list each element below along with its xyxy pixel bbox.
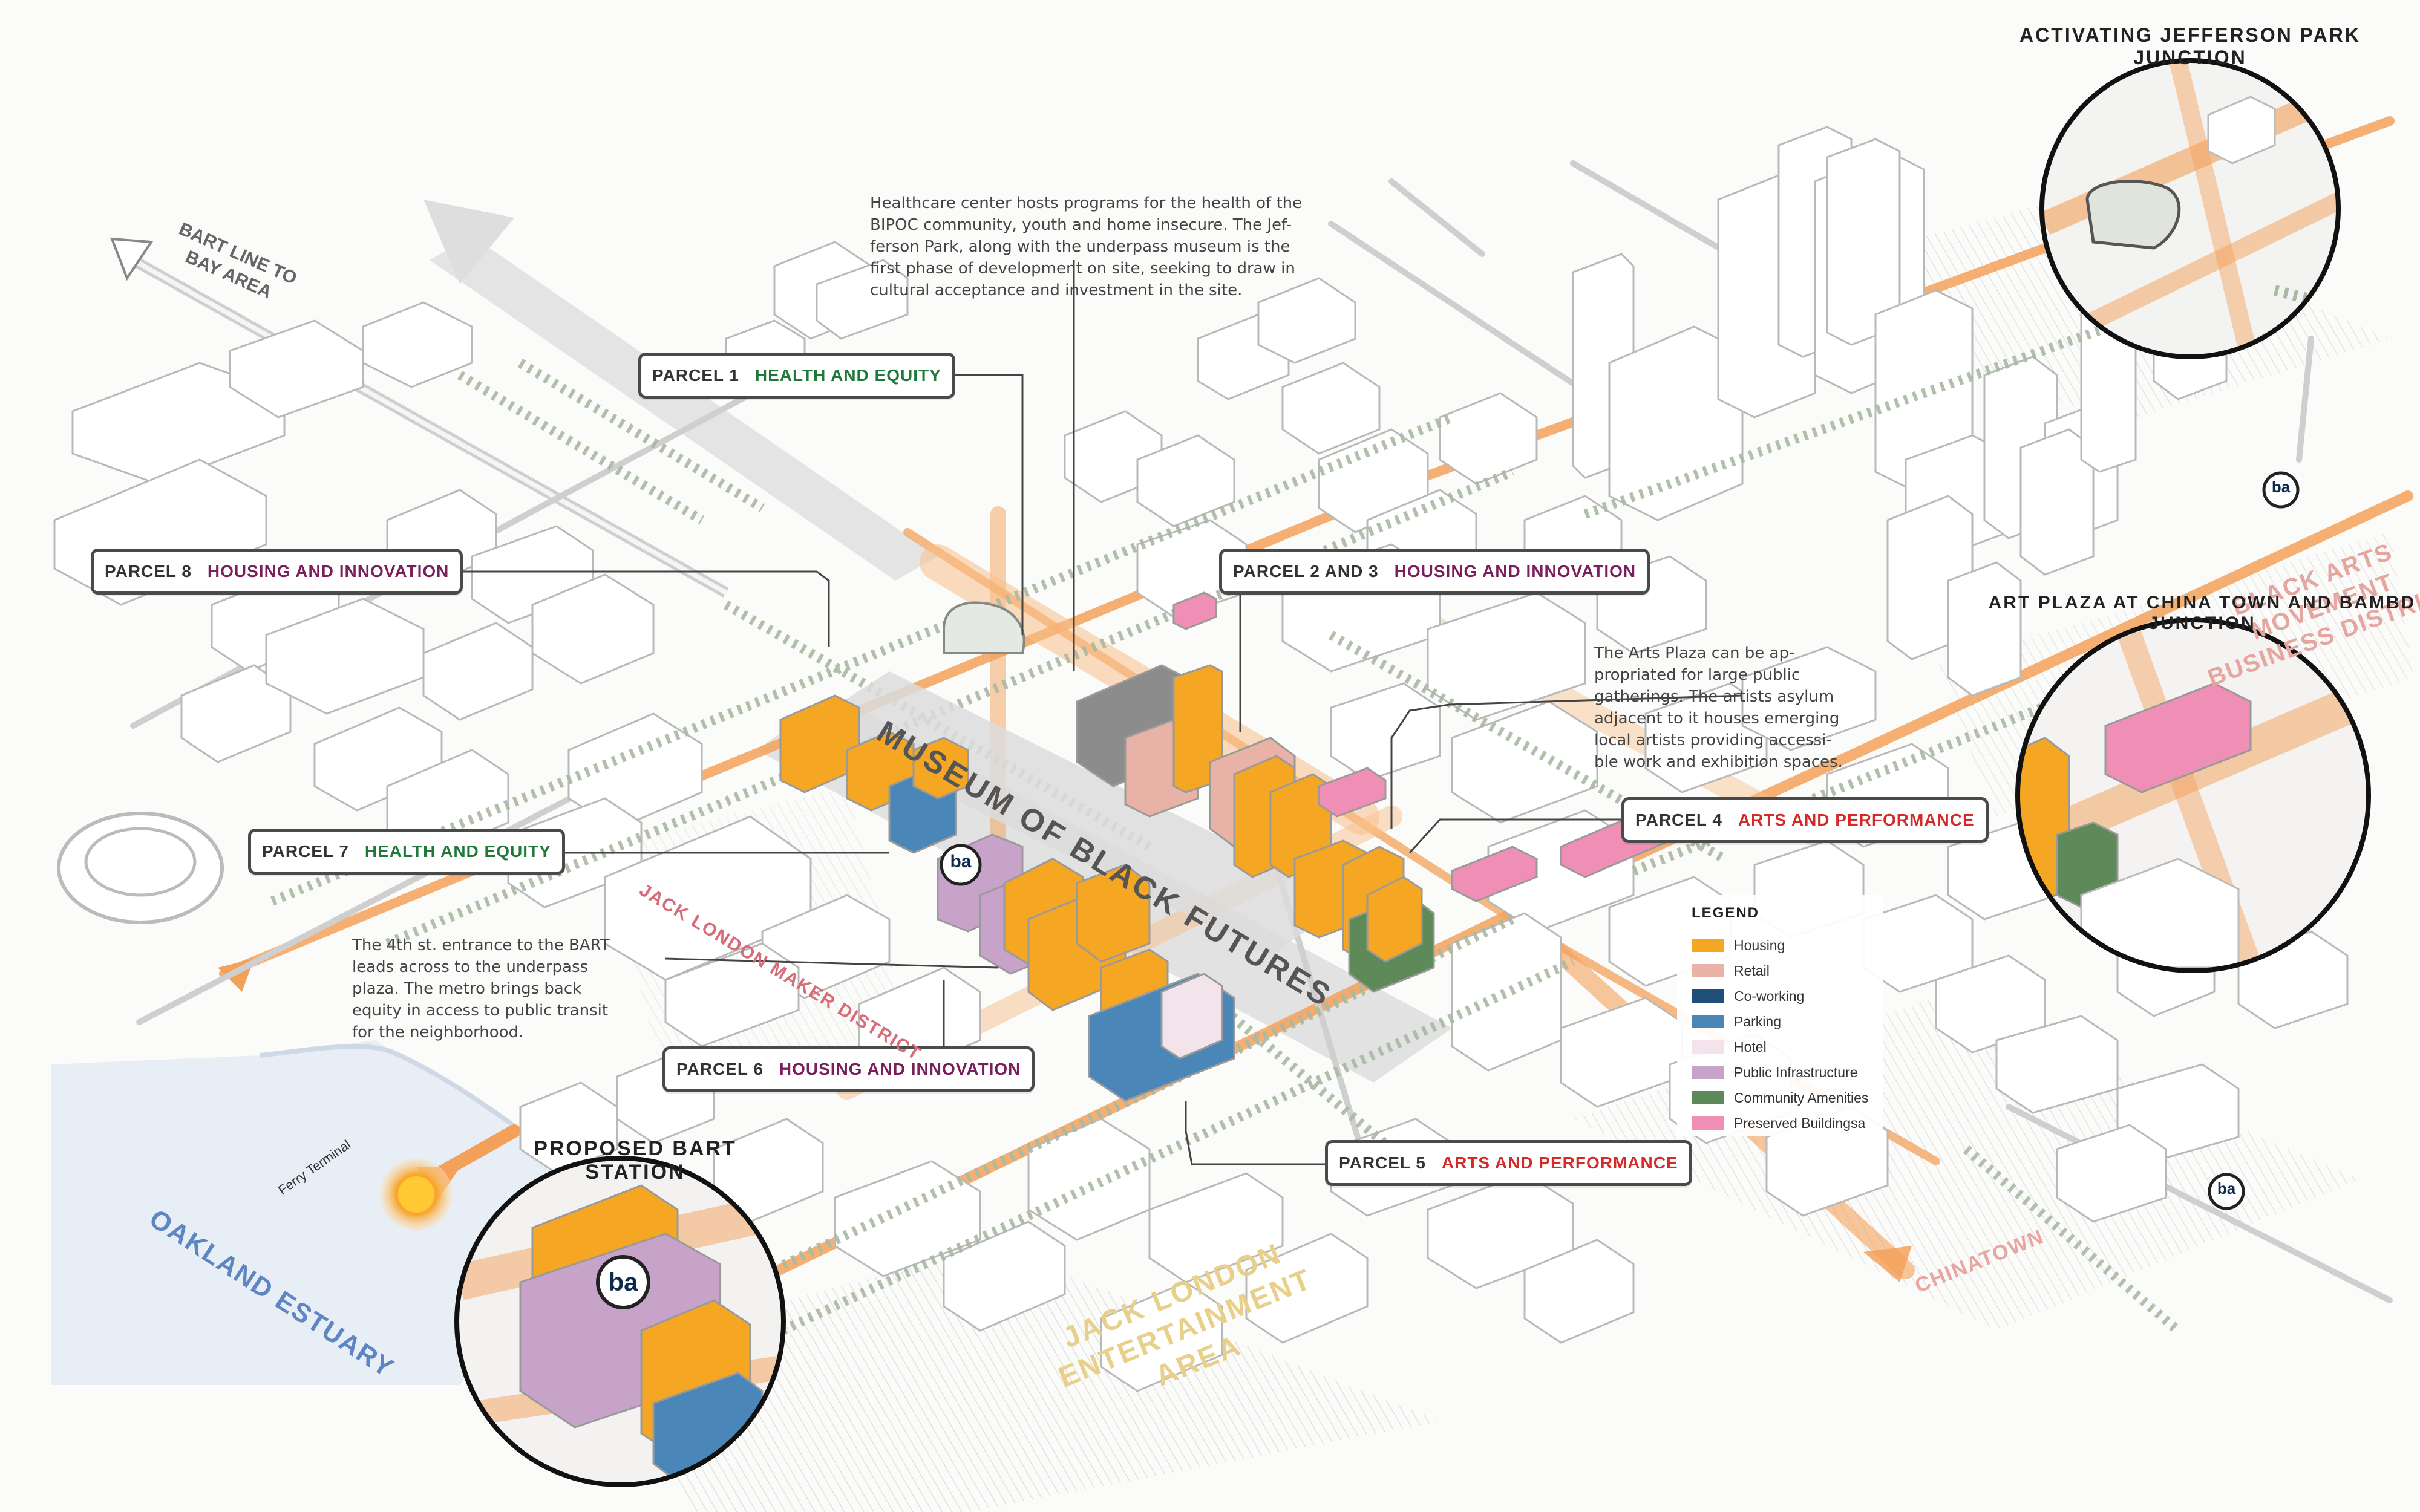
bart-line-arrowhead	[110, 237, 154, 281]
legend-swatch	[1692, 1066, 1724, 1079]
parcel-theme: HEALTH AND EQUITY	[754, 366, 941, 385]
legend-item-coworking: Co-working	[1692, 983, 1883, 1009]
bart-logo-parcel7: ba	[950, 852, 972, 872]
bart-logo-chinatown: ba	[2217, 1179, 2236, 1198]
parcel-8-label[interactable]: PARCEL 8 HOUSING AND INNOVATION	[91, 549, 463, 595]
jefferson-inset	[2042, 60, 2338, 357]
legend-item-parking: Parking	[1692, 1009, 1883, 1034]
parcel-buildings	[779, 591, 1671, 1102]
legend-swatch	[1692, 989, 1724, 1003]
arts-plaza-note: The Arts Plaza can be ap- propriated for…	[1594, 644, 1843, 771]
parcel-number: PARCEL 4	[1635, 810, 1722, 829]
jefferson-junction-title: ACTIVATING JEFFERSON PARK JUNCTION	[2019, 24, 2361, 68]
parcel-5-label[interactable]: PARCEL 5 ARTS AND PERFORMANCE	[1325, 1140, 1692, 1186]
legend-swatch	[1692, 1040, 1724, 1054]
art-plaza-inset	[2018, 620, 2369, 971]
parcel-theme: HEALTH AND EQUITY	[364, 842, 551, 861]
jefferson-park	[943, 601, 1025, 654]
legend-item-community-amenities: Community Amenities	[1692, 1085, 1883, 1110]
bart-logo-downtown: ba	[2271, 478, 2291, 496]
parcel-1-label[interactable]: PARCEL 1 HEALTH AND EQUITY	[638, 353, 955, 399]
parcel-number: PARCEL 7	[262, 842, 349, 861]
bart-station-inset	[457, 1158, 783, 1485]
parcel-number: PARCEL 5	[1339, 1153, 1426, 1172]
parcel-theme: HOUSING AND INNOVATION	[1394, 562, 1637, 581]
legend-swatch	[1692, 939, 1724, 952]
freeway-arrowhead	[424, 200, 514, 284]
parcel-number: PARCEL 1	[652, 366, 739, 385]
bart-logo-station: ba	[608, 1268, 638, 1296]
parcel-6-label[interactable]: PARCEL 6 HOUSING AND INNOVATION	[662, 1046, 1035, 1092]
legend-item-public-infrastructure: Public Infrastructure	[1692, 1060, 1883, 1085]
parcel-7-label[interactable]: PARCEL 7 HEALTH AND EQUITY	[248, 829, 565, 875]
bart-logo-markers	[940, 471, 2300, 1210]
bart-line-track-inner	[132, 258, 727, 595]
parcel-theme: HOUSING AND INNOVATION	[207, 562, 450, 581]
legend-swatch	[1692, 1091, 1724, 1104]
bart-entrance-note: The 4th st. entrance to the BART leads a…	[352, 936, 610, 1041]
healthcare-note: Healthcare center hosts programs for the…	[870, 194, 1303, 299]
legend-item-preserved-buildings: Preserved Buildingsa	[1692, 1110, 1883, 1136]
parcel-theme: HOUSING AND INNOVATION	[779, 1060, 1021, 1078]
legend-item-retail: Retail	[1692, 958, 1883, 983]
legend-swatch	[1692, 1116, 1724, 1130]
parcel-number: PARCEL 6	[676, 1060, 764, 1078]
legend-item-hotel: Hotel	[1692, 1034, 1883, 1060]
parcel-number: PARCEL 8	[105, 562, 192, 581]
chinatown-arrowhead	[1863, 1246, 1912, 1282]
hatch-zone-jack-london	[605, 1246, 1440, 1512]
proposed-bart-station-title: PROPOSED BART STATION	[534, 1137, 737, 1184]
legend-item-housing: Housing	[1692, 933, 1883, 958]
legend-swatch	[1692, 1015, 1724, 1028]
legend: LEGEND Housing Retail Co-working Parking…	[1677, 895, 1883, 1136]
parcel-number: PARCEL 2 AND 3	[1233, 562, 1379, 581]
parcel-theme: ARTS AND PERFORMANCE	[1441, 1153, 1678, 1172]
freeway-arrow	[430, 236, 938, 581]
art-plaza-junction-title: ART PLAZA AT CHINA TOWN AND BAMBD JUNCTI…	[1988, 593, 2416, 633]
legend-swatch	[1692, 964, 1724, 977]
parcel-theme: ARTS AND PERFORMANCE	[1738, 810, 1975, 829]
legend-title: LEGEND	[1692, 905, 1760, 921]
parcel-4-label[interactable]: PARCEL 4 ARTS AND PERFORMANCE	[1621, 797, 1989, 843]
parcel-2-3-label[interactable]: PARCEL 2 AND 3 HOUSING AND INNOVATION	[1219, 549, 1650, 595]
